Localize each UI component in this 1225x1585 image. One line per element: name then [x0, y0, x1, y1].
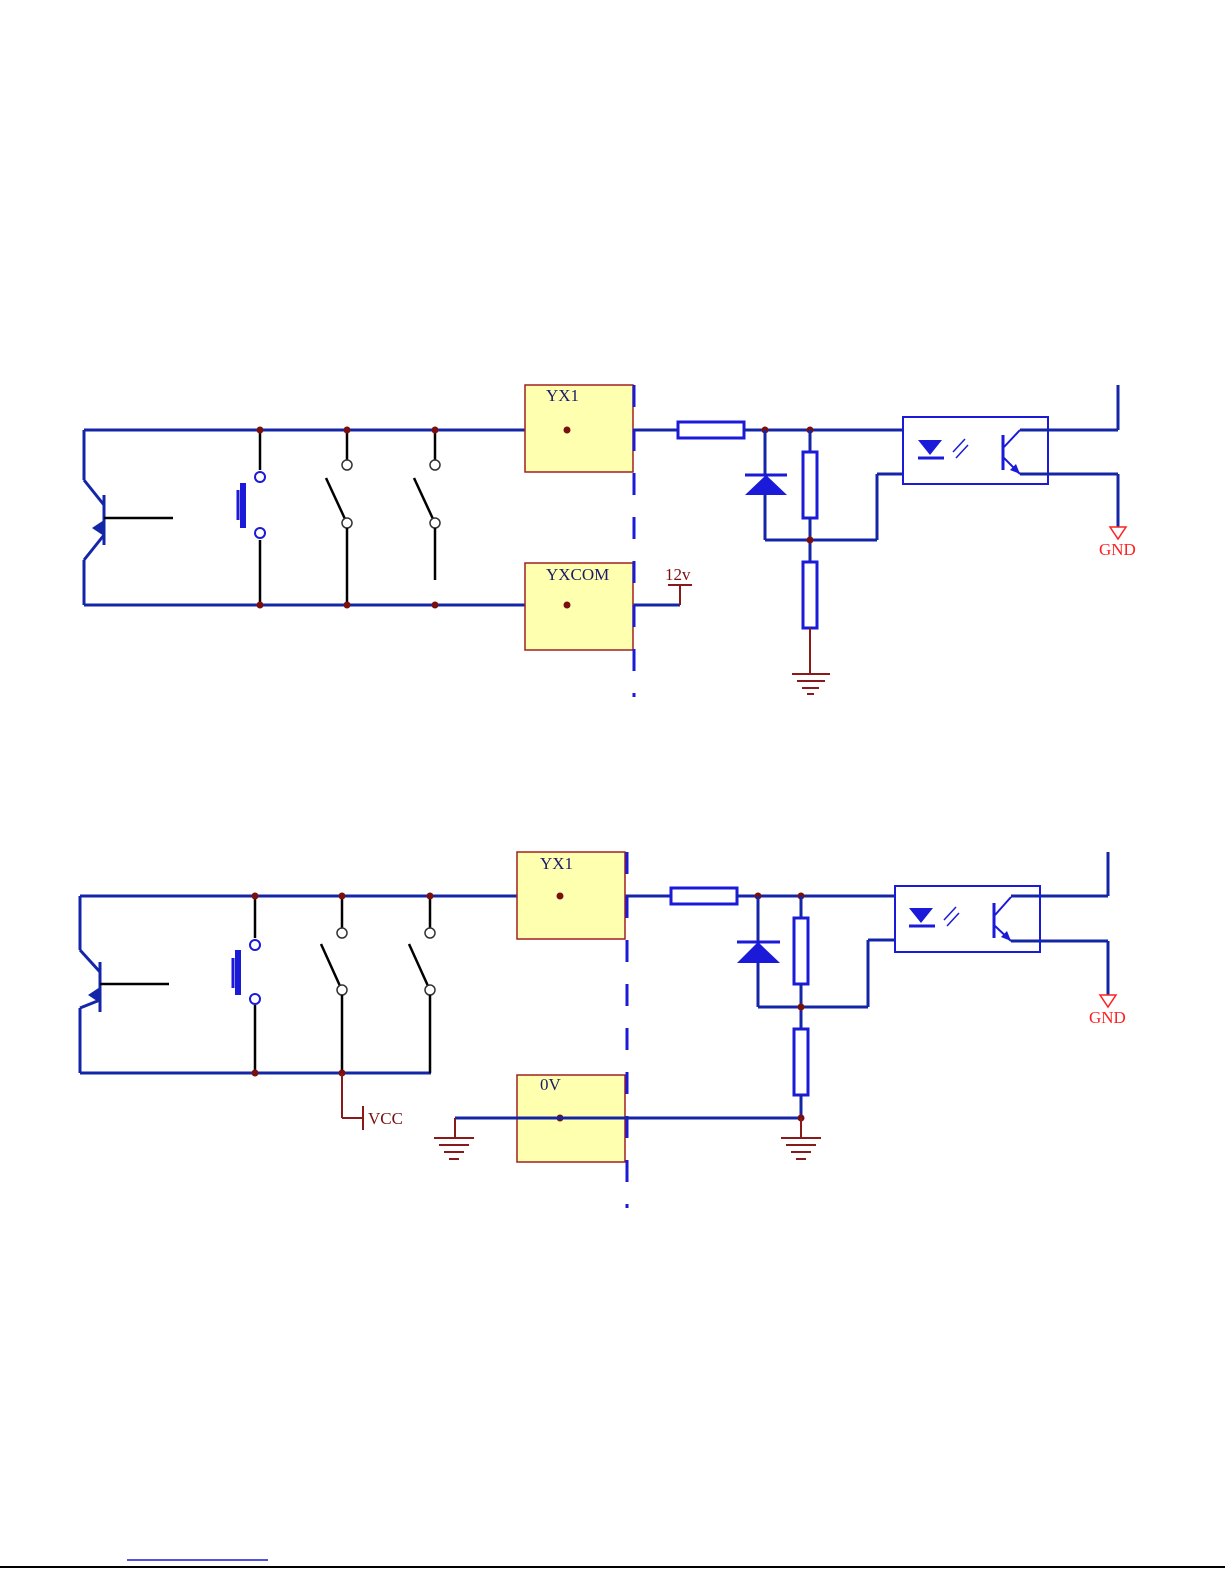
pulldown-resistor-2: [794, 1029, 808, 1095]
connector-yxcom-label: YXCOM: [546, 565, 609, 584]
toggle-switch-2-symbol: [414, 430, 440, 580]
connector-0v-label: 0V: [540, 1075, 562, 1094]
supply-12v-label: 12v: [665, 565, 691, 584]
pushbutton-switch-symbol: [238, 430, 265, 605]
pulldown-resistor-1: [803, 452, 817, 518]
pulldown-resistor-1: [794, 918, 808, 984]
junction-dot: [344, 427, 351, 434]
junction-dot: [257, 427, 264, 434]
circuit-bottom: VCC YX1 0V: [80, 852, 1126, 1208]
ground-symbol: [792, 674, 830, 694]
circuit-top: YX1 YXCOM 12v: [84, 385, 1136, 697]
pulldown-resistor-2: [803, 562, 817, 628]
toggle-switch-2-symbol: [409, 896, 435, 1073]
series-resistor: [671, 888, 737, 904]
pushbutton-switch-symbol: [233, 896, 260, 1073]
supply-vcc-symbol: [342, 1073, 363, 1130]
gnd-label-top: GND: [1099, 540, 1136, 559]
ground-symbol: [434, 1138, 474, 1159]
junction-dot: [432, 602, 439, 609]
connector-yx1-label: YX1: [540, 854, 573, 873]
supply-12v-symbol: [668, 585, 692, 605]
connector-yx1-label: YX1: [546, 386, 579, 405]
npn-transistor-symbol: [84, 430, 173, 605]
junction-dot: [257, 602, 264, 609]
npn-transistor-symbol: [80, 896, 169, 1073]
junction-dot: [344, 602, 351, 609]
supply-vcc-label: VCC: [368, 1109, 403, 1128]
toggle-switch-1-symbol: [326, 430, 352, 605]
gnd-arrow-icon: [1100, 995, 1116, 1007]
toggle-switch-1-symbol: [321, 896, 347, 1073]
gnd-arrow-icon: [1110, 527, 1126, 539]
series-resistor: [678, 422, 744, 438]
zener-diode-symbol: [745, 430, 787, 540]
gnd-label-bottom: GND: [1089, 1008, 1126, 1027]
junction-dot: [432, 427, 439, 434]
ground-symbol: [781, 1138, 821, 1159]
zener-diode-symbol: [737, 896, 780, 1007]
